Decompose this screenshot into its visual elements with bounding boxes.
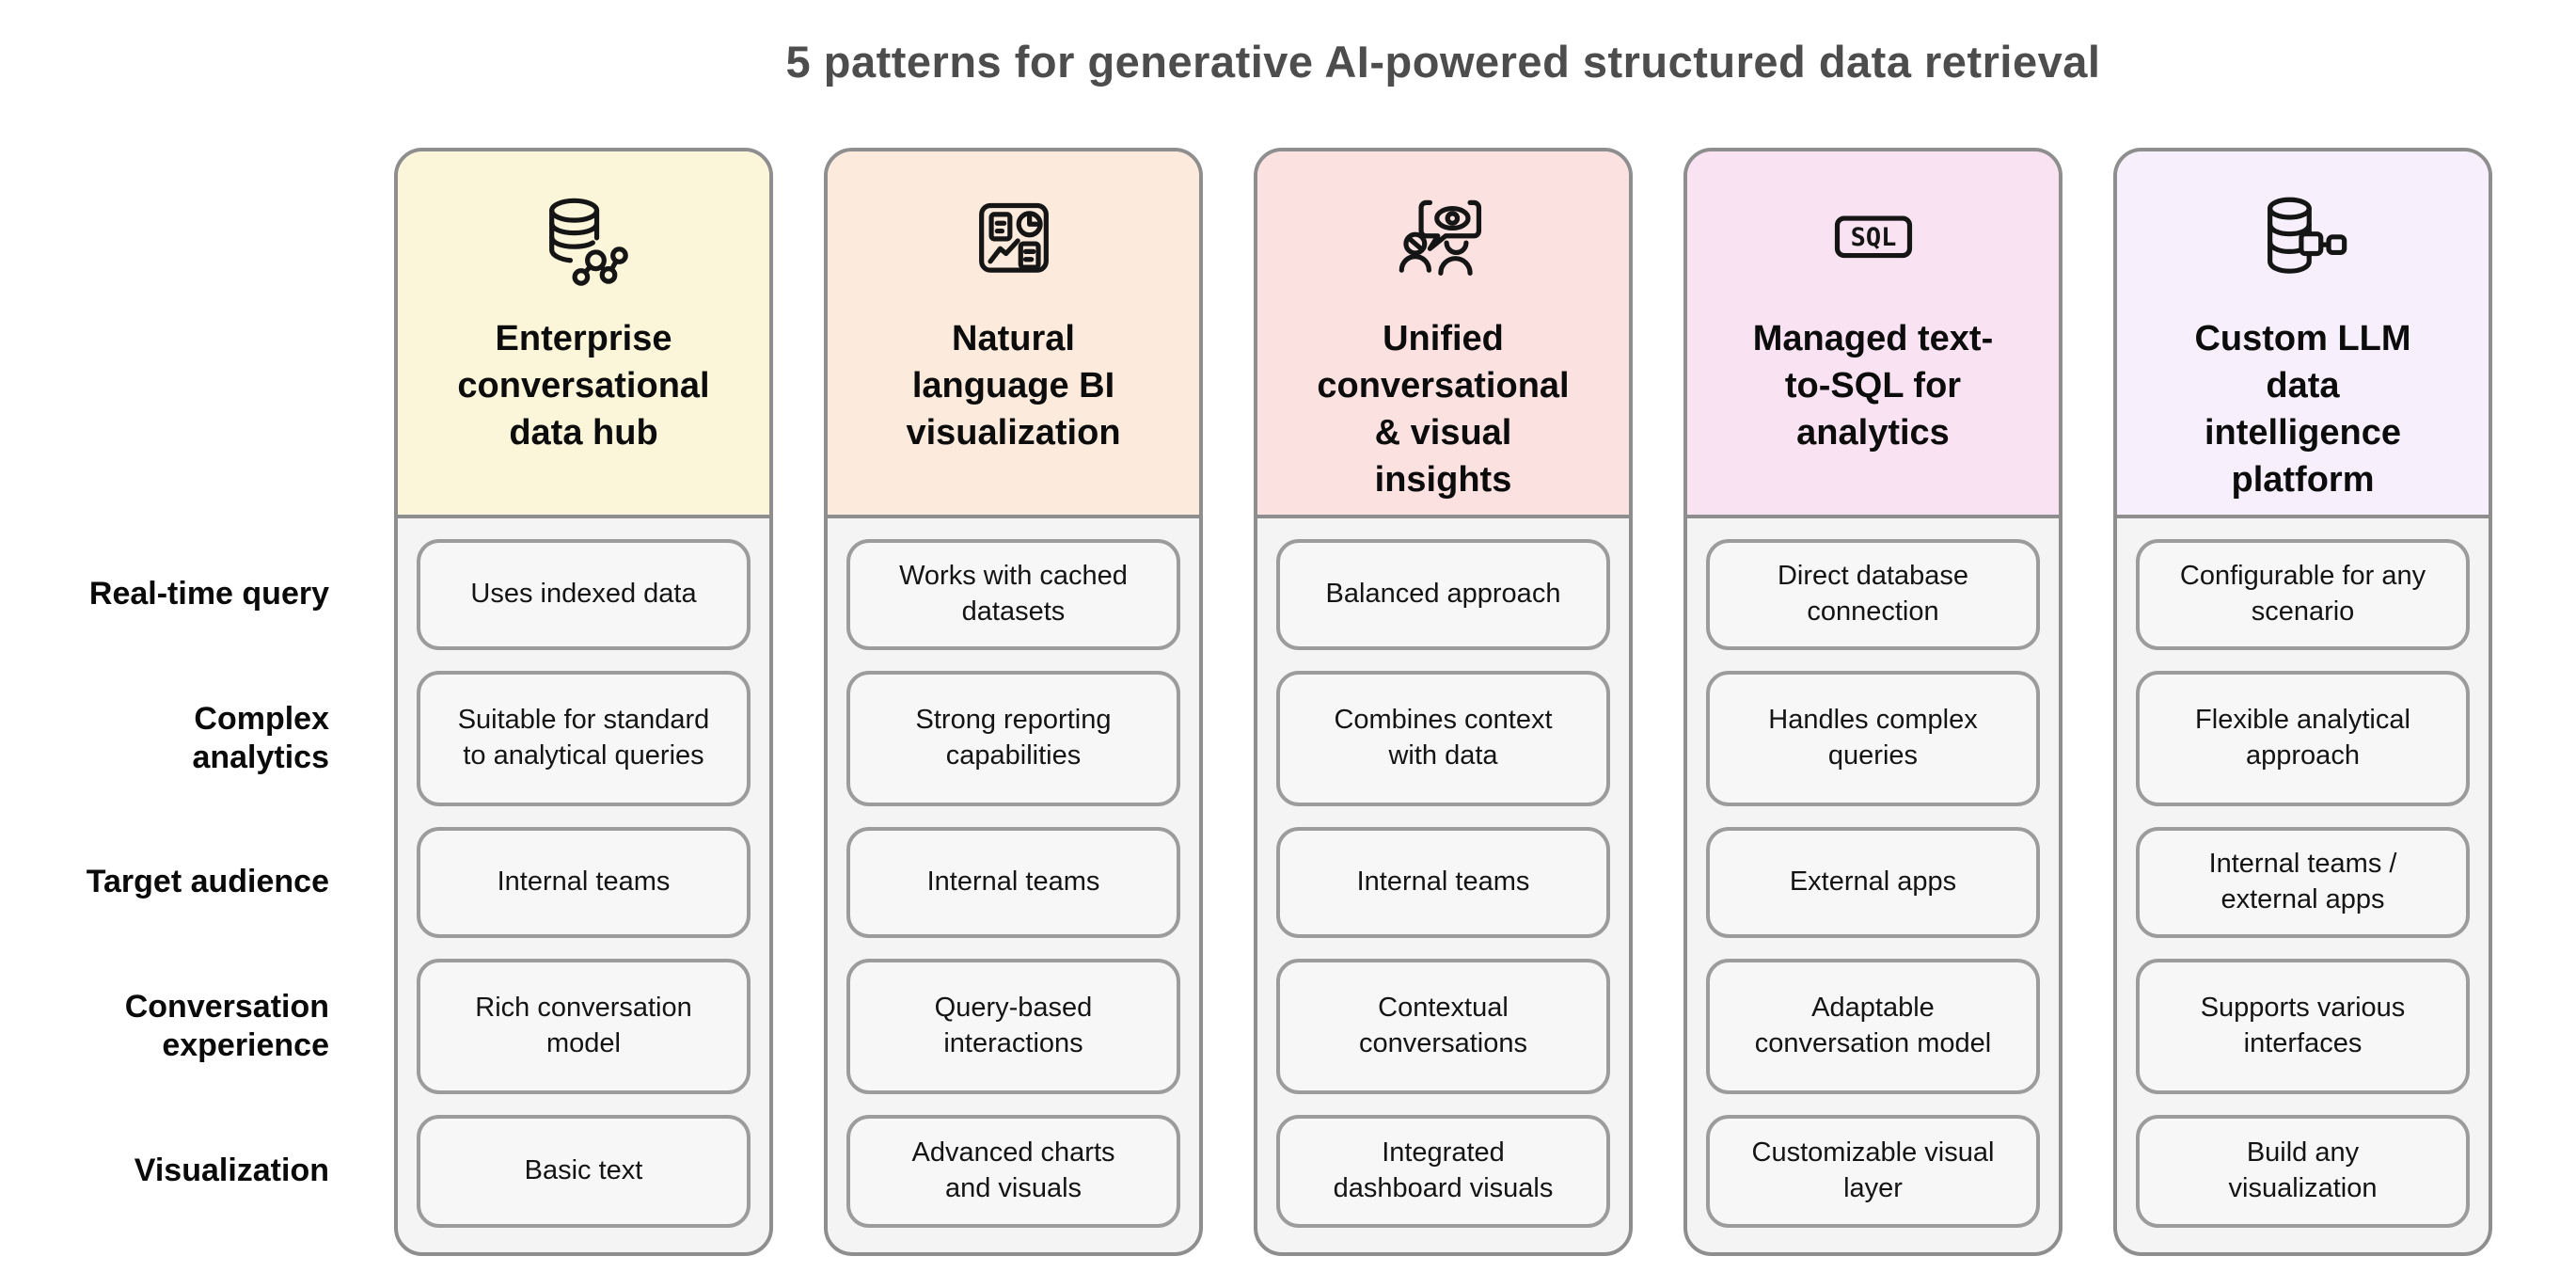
card-body: Balanced approach Combines context with …	[1257, 518, 1629, 1252]
feature-cell: Supports various interfaces	[2136, 959, 2470, 1094]
bi-dashboard-icon	[965, 193, 1063, 291]
feature-cell: Works with cached datasets	[846, 539, 1180, 650]
feature-cell: Internal teams / external apps	[2136, 827, 2470, 938]
card-body: Configurable for any scenario Flexible a…	[2117, 518, 2489, 1252]
feature-cell: External apps	[1706, 827, 2040, 938]
conversational-insights-icon	[1395, 193, 1493, 291]
card-title: Managed text- to-SQL for analytics	[1752, 319, 1994, 453]
card-body: Uses indexed data Suitable for standard …	[398, 518, 769, 1252]
card-header: Unified conversational & visual insights	[1257, 151, 1629, 518]
feature-cell: Rich conversation model	[417, 959, 751, 1094]
svg-text:SQL: SQL	[1850, 223, 1896, 252]
feature-cell: Uses indexed data	[417, 539, 751, 650]
feature-cell: Flexible analytical approach	[2136, 671, 2470, 806]
feature-cell: Balanced approach	[1276, 539, 1610, 650]
feature-cell: Configurable for any scenario	[2136, 539, 2470, 650]
card-body: Works with cached datasets Strong report…	[828, 518, 1199, 1252]
row-label-rail: Real-time query Complex analytics Target…	[0, 539, 329, 1228]
feature-cell: Direct database connection	[1706, 539, 2040, 650]
feature-cell: Build any visualization	[2136, 1115, 2470, 1228]
feature-cell: Query-based interactions	[846, 959, 1180, 1094]
feature-cell: Advanced charts and visuals	[846, 1115, 1180, 1228]
pattern-card-enterprise-data-hub: Enterprise conversational data hub Uses …	[394, 148, 773, 1256]
feature-cell: Basic text	[417, 1115, 751, 1228]
feature-cell: Internal teams	[1276, 827, 1610, 938]
feature-cell: Contextual conversations	[1276, 959, 1610, 1094]
pattern-card-custom-llm-platform: Custom LLM data intelligence platform Co…	[2113, 148, 2492, 1256]
feature-cell: Suitable for standard to analytical quer…	[417, 671, 751, 806]
card-header: Natural language BI visualization	[828, 151, 1199, 518]
row-label-realtime-query: Real-time query	[88, 576, 329, 612]
pattern-card-text-to-sql: SQL Managed text- to-SQL for analytics D…	[1683, 148, 2062, 1256]
database-network-icon	[535, 193, 633, 291]
feature-cell: Customizable visual layer	[1706, 1115, 2040, 1228]
row-label-visualization: Visualization	[134, 1153, 329, 1189]
database-integration-icon	[2254, 193, 2352, 291]
row-label-complex-analytics: Complex analytics	[192, 700, 329, 775]
card-header: SQL Managed text- to-SQL for analytics	[1687, 151, 2059, 518]
feature-cell: Integrated dashboard visuals	[1276, 1115, 1610, 1228]
pattern-cards: Enterprise conversational data hub Uses …	[394, 148, 2492, 1256]
feature-cell: Combines context with data	[1276, 671, 1610, 806]
feature-cell: Strong reporting capabilities	[846, 671, 1180, 806]
sql-badge-icon: SQL	[1825, 193, 1922, 291]
card-body: Direct database connection Handles compl…	[1687, 518, 2059, 1252]
row-label-conversation-experience: Conversation experience	[124, 988, 329, 1063]
feature-cell: Adaptable conversation model	[1706, 959, 2040, 1094]
card-title: Natural language BI visualization	[906, 319, 1121, 453]
card-header: Enterprise conversational data hub	[398, 151, 769, 518]
card-title: Custom LLM data intelligence platform	[2194, 319, 2411, 501]
feature-cell: Handles complex queries	[1706, 671, 2040, 806]
feature-cell: Internal teams	[846, 827, 1180, 938]
row-label-target-audience: Target audience	[86, 864, 329, 900]
pattern-card-unified-insights: Unified conversational & visual insights…	[1254, 148, 1633, 1256]
card-title: Unified conversational & visual insights	[1317, 319, 1570, 501]
card-title: Enterprise conversational data hub	[457, 319, 710, 453]
feature-cell: Internal teams	[417, 827, 751, 938]
pattern-card-nl-bi-visualization: Natural language BI visualization Works …	[824, 148, 1203, 1256]
page-title: 5 patterns for generative AI-powered str…	[785, 37, 2101, 87]
card-header: Custom LLM data intelligence platform	[2117, 151, 2489, 518]
